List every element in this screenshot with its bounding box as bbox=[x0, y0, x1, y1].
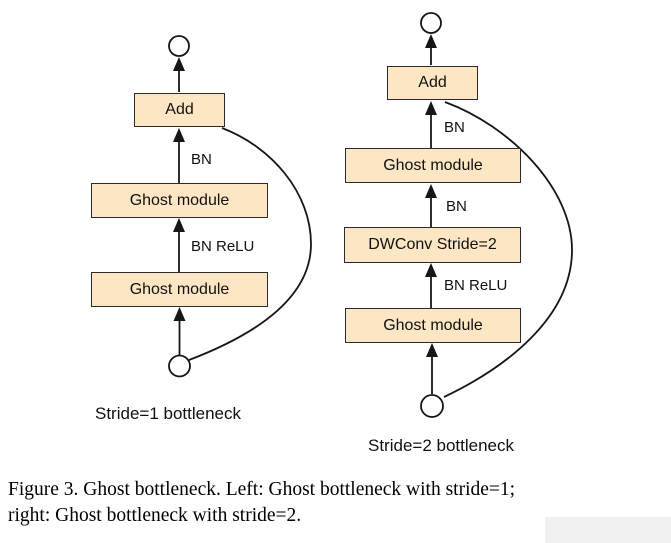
right-skip-connection-curve bbox=[443, 101, 573, 398]
left-output-circle bbox=[168, 35, 190, 57]
right-arrowhead-ghost2-to-dwconv bbox=[425, 263, 437, 277]
right-dwconv-box: DWConv Stride=2 bbox=[344, 227, 521, 263]
left-bn-label: BN bbox=[191, 151, 212, 168]
left-ghost-module-1-box: Ghost module bbox=[91, 183, 268, 218]
left-add-box: Add bbox=[134, 93, 225, 127]
right-arrowhead-ghost1-to-add bbox=[425, 101, 437, 115]
figure-caption-line-2: right: Ghost bottleneck with stride=2. bbox=[8, 504, 302, 526]
left-diagram-title: Stride=1 bottleneck bbox=[95, 404, 242, 423]
right-input-circle bbox=[420, 394, 444, 418]
left-arrowhead-add-to-output bbox=[173, 57, 185, 71]
figure-caption: Figure 3. Ghost bottleneck. Left: Ghost … bbox=[8, 477, 668, 529]
right-bn-relu-label: BN ReLU bbox=[444, 277, 508, 294]
right-bn-label-1: BN bbox=[444, 119, 465, 136]
left-arrowhead-ghost2-to-ghost1 bbox=[173, 218, 185, 232]
left-skip-connection-curve bbox=[188, 127, 312, 361]
left-arrowhead-input-to-ghost2 bbox=[173, 307, 186, 321]
right-diagram-title: Stride=2 bottleneck bbox=[368, 436, 515, 455]
right-ghost-module-1-box: Ghost module bbox=[345, 148, 521, 183]
right-arrowhead-input-to-ghost2 bbox=[426, 343, 438, 357]
right-ghost-module-2-box: Ghost module bbox=[345, 308, 521, 343]
left-arrowhead-ghost1-to-add bbox=[173, 128, 185, 142]
left-bn-relu-label: BN ReLU bbox=[191, 238, 255, 255]
right-arrowhead-add-to-output bbox=[425, 34, 437, 48]
right-output-circle bbox=[420, 12, 442, 34]
right-add-box: Add bbox=[387, 66, 478, 100]
left-ghost-module-2-box: Ghost module bbox=[91, 272, 268, 307]
figure-caption-line-1: Figure 3. Ghost bottleneck. Left: Ghost … bbox=[8, 479, 516, 500]
left-input-circle bbox=[168, 354, 191, 378]
right-bn-label-2: BN bbox=[446, 198, 467, 215]
watermark-rect bbox=[545, 517, 671, 543]
right-arrowhead-dwconv-to-ghost1 bbox=[425, 184, 437, 198]
